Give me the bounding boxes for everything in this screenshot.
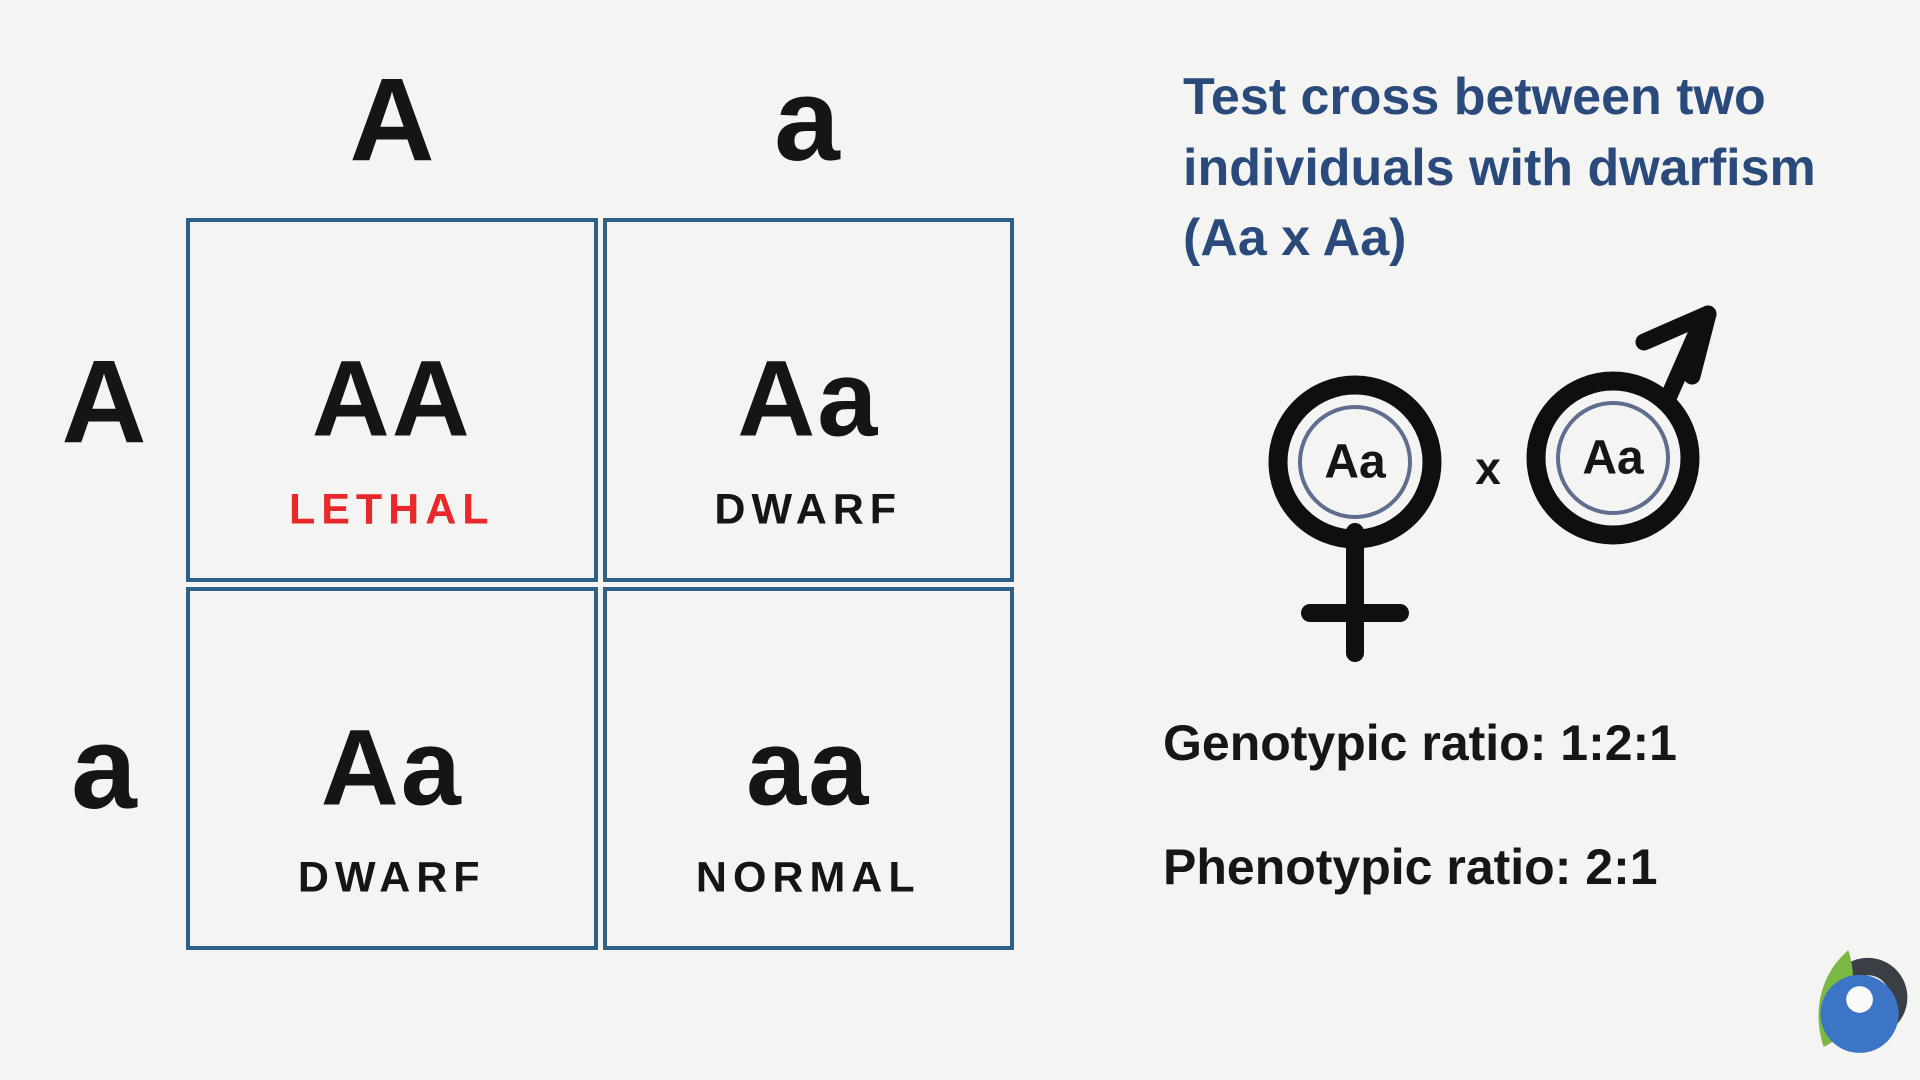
male-genotype: Aa [1582, 432, 1644, 485]
phenotype-text: DWARF [714, 485, 903, 534]
title-line-1: Test cross between two [1183, 68, 1766, 126]
phenotype-text: DWARF [297, 853, 486, 902]
cross-diagram: Aa x Aa [1268, 305, 1717, 662]
punnett-cell-AA-lethal: AA LETHAL [186, 218, 598, 582]
female-genotype: Aa [1324, 436, 1386, 489]
byjus-logo-icon [1818, 950, 1908, 1053]
punnett-cell-aa-normal: aa NORMAL [602, 586, 1014, 950]
punnett-square: AA LETHAL Aa DWARF Aa DWARF aa NORMAL [186, 218, 1014, 950]
phenotype-text: LETHAL [288, 485, 495, 534]
punnett-cell-Aa-dwarf-bottom: Aa DWARF [186, 586, 598, 950]
punnett-cell-Aa-dwarf-top: Aa DWARF [602, 218, 1014, 582]
genotype-text: Aa [320, 706, 463, 828]
phenotypic-ratio-text: Phenotypic ratio: 2:1 [1163, 839, 1658, 895]
title-line-3: (Aa x Aa) [1183, 209, 1407, 268]
punnett-row-header-a: a [71, 702, 137, 834]
phenotype-text: NORMAL [695, 853, 921, 902]
punnett-col-header-A: A [349, 54, 435, 186]
punnett-row-header-A: A [61, 336, 147, 468]
genotype-text: aa [746, 706, 871, 828]
male-symbol-icon: Aa [1526, 305, 1717, 545]
genotype-text: Aa [737, 337, 880, 459]
female-symbol-icon: Aa [1268, 375, 1442, 662]
diagram-title: Test cross between two individuals with … [1183, 62, 1893, 274]
genotype-text: AA [311, 337, 472, 459]
cross-operator: x [1475, 442, 1501, 494]
title-line-2: individuals with dwarfism [1183, 138, 1816, 197]
punnett-col-header-a: a [774, 54, 840, 186]
genotypic-ratio-text: Genotypic ratio: 1:2:1 [1163, 715, 1677, 771]
